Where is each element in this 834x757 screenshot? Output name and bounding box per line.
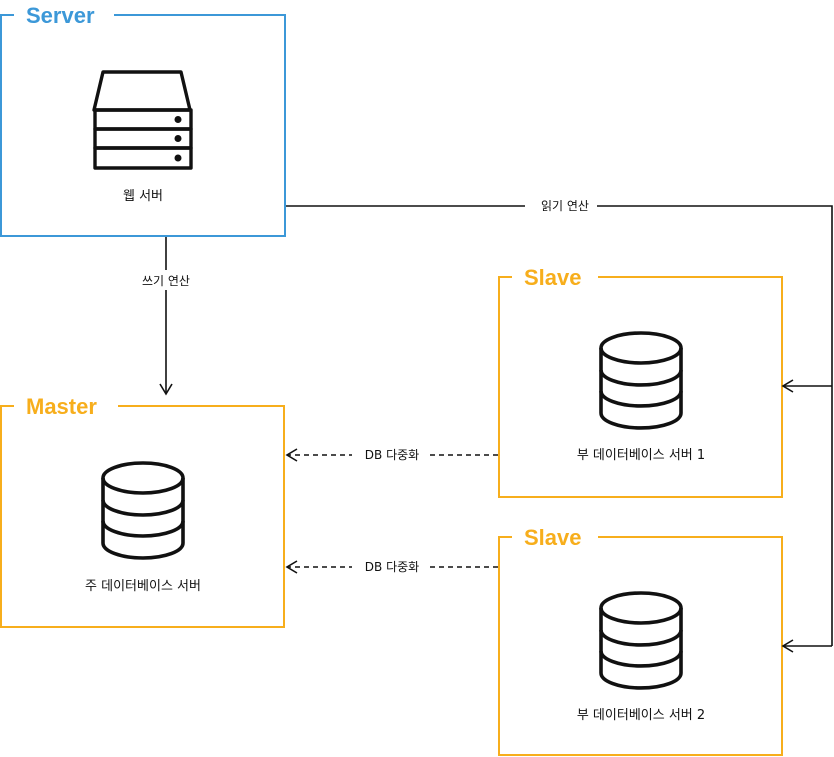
- database-icon: [599, 591, 683, 690]
- slave1-box: Slave 부 데이터베이스 서버 1: [498, 265, 783, 498]
- master-box-frame: [0, 405, 285, 628]
- database-icon: [101, 461, 185, 560]
- server-title: Server: [26, 3, 95, 28]
- server-label: 웹 서버: [123, 189, 163, 204]
- replication-edge-2: DB 다중화: [285, 556, 498, 576]
- master-title: Master: [26, 394, 97, 419]
- slave1-label: 부 데이터베이스 서버 1: [577, 448, 705, 463]
- server-rack-icon: [92, 70, 193, 170]
- slave1-title: Slave: [524, 265, 582, 290]
- slave2-label: 부 데이터베이스 서버 2: [577, 708, 705, 723]
- server-box-frame: [0, 14, 286, 237]
- replication-edge-1: DB 다중화: [285, 444, 498, 464]
- server-box: Server 웹 서버: [0, 3, 286, 237]
- read-edge: [286, 205, 833, 653]
- master-box: Master 주 데이터베이스 서버: [0, 394, 285, 628]
- database-icon: [599, 331, 683, 430]
- slave2-title: Slave: [524, 525, 582, 550]
- write-edge: 쓰기 연산: [110, 237, 222, 396]
- slave2-box: Slave 부 데이터베이스 서버 2: [498, 525, 783, 756]
- write-edge-label: 쓰기 연산: [142, 274, 190, 288]
- replication-edge-1-label: DB 다중화: [365, 448, 419, 462]
- slave1-box-frame: [498, 276, 783, 498]
- master-label: 주 데이터베이스 서버: [85, 579, 201, 594]
- read-edge-label: 읽기 연산: [541, 199, 589, 213]
- replication-edge-2-label: DB 다중화: [365, 560, 419, 574]
